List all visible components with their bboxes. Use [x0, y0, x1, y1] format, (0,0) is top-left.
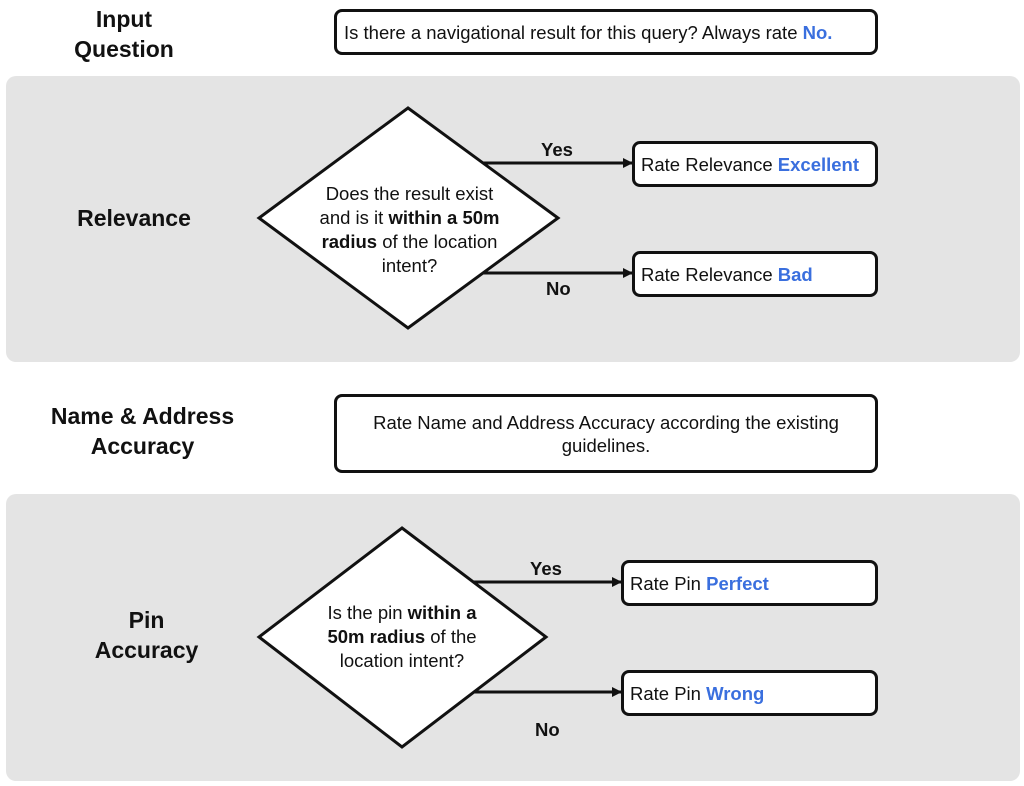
- input-question-label: Input Question: [74, 6, 174, 62]
- relevance-decision-diamond: [256, 106, 561, 330]
- pin-wrong-box: Rate Pin Wrong: [621, 670, 878, 716]
- pin-question-bold: within a 50m radius: [327, 602, 477, 647]
- relevance-question-part2: of the location intent?: [377, 231, 498, 276]
- pin-perfect-box: Rate Pin Perfect: [621, 560, 878, 606]
- input-question-highlight: No.: [802, 21, 833, 43]
- name-address-accuracy-label: Name & Address Accuracy: [50, 403, 235, 459]
- pin-yes-label: Yes: [530, 558, 562, 579]
- relevance-question-part1: Does the result exist and is it: [319, 183, 494, 228]
- pin-question-part1: Is the pin: [327, 602, 408, 623]
- pin-accuracy-label: Pin Accuracy: [94, 607, 199, 663]
- name-address-box: Rate Name and Address Accuracy according…: [334, 394, 878, 473]
- relevance-bad-value: Bad: [777, 263, 813, 285]
- pin-wrong-prefix: Rate Pin: [630, 682, 707, 704]
- relevance-bad-prefix: Rate Relevance: [641, 263, 778, 285]
- relevance-excellent-box: Rate Relevance Excellent: [632, 141, 878, 187]
- relevance-question-bold: within a 50m radius: [321, 207, 500, 252]
- pin-perfect-value: Perfect: [706, 572, 769, 594]
- pin-perfect-prefix: Rate Pin: [630, 572, 707, 594]
- pin-wrong-value: Wrong: [706, 682, 765, 704]
- relevance-yes-label: Yes: [541, 139, 573, 160]
- input-question-box: Is there a navigational result for this …: [334, 9, 878, 55]
- relevance-excellent-prefix: Rate Relevance: [641, 153, 778, 175]
- relevance-excellent-value: Excellent: [777, 153, 860, 175]
- relevance-question-text: Does the result exist and is it within a…: [312, 182, 507, 278]
- relevance-no-label: No: [546, 278, 571, 299]
- pin-question-text: Is the pin within a 50m radius of the lo…: [307, 601, 497, 673]
- relevance-bad-box: Rate Relevance Bad: [632, 251, 878, 297]
- name-address-text: Rate Name and Address Accuracy according…: [373, 411, 839, 456]
- relevance-label: Relevance: [77, 205, 191, 231]
- pin-no-label: No: [535, 719, 560, 740]
- pin-question-part2: of the location intent?: [339, 626, 477, 671]
- input-question-text: Is there a navigational result for this …: [344, 21, 803, 43]
